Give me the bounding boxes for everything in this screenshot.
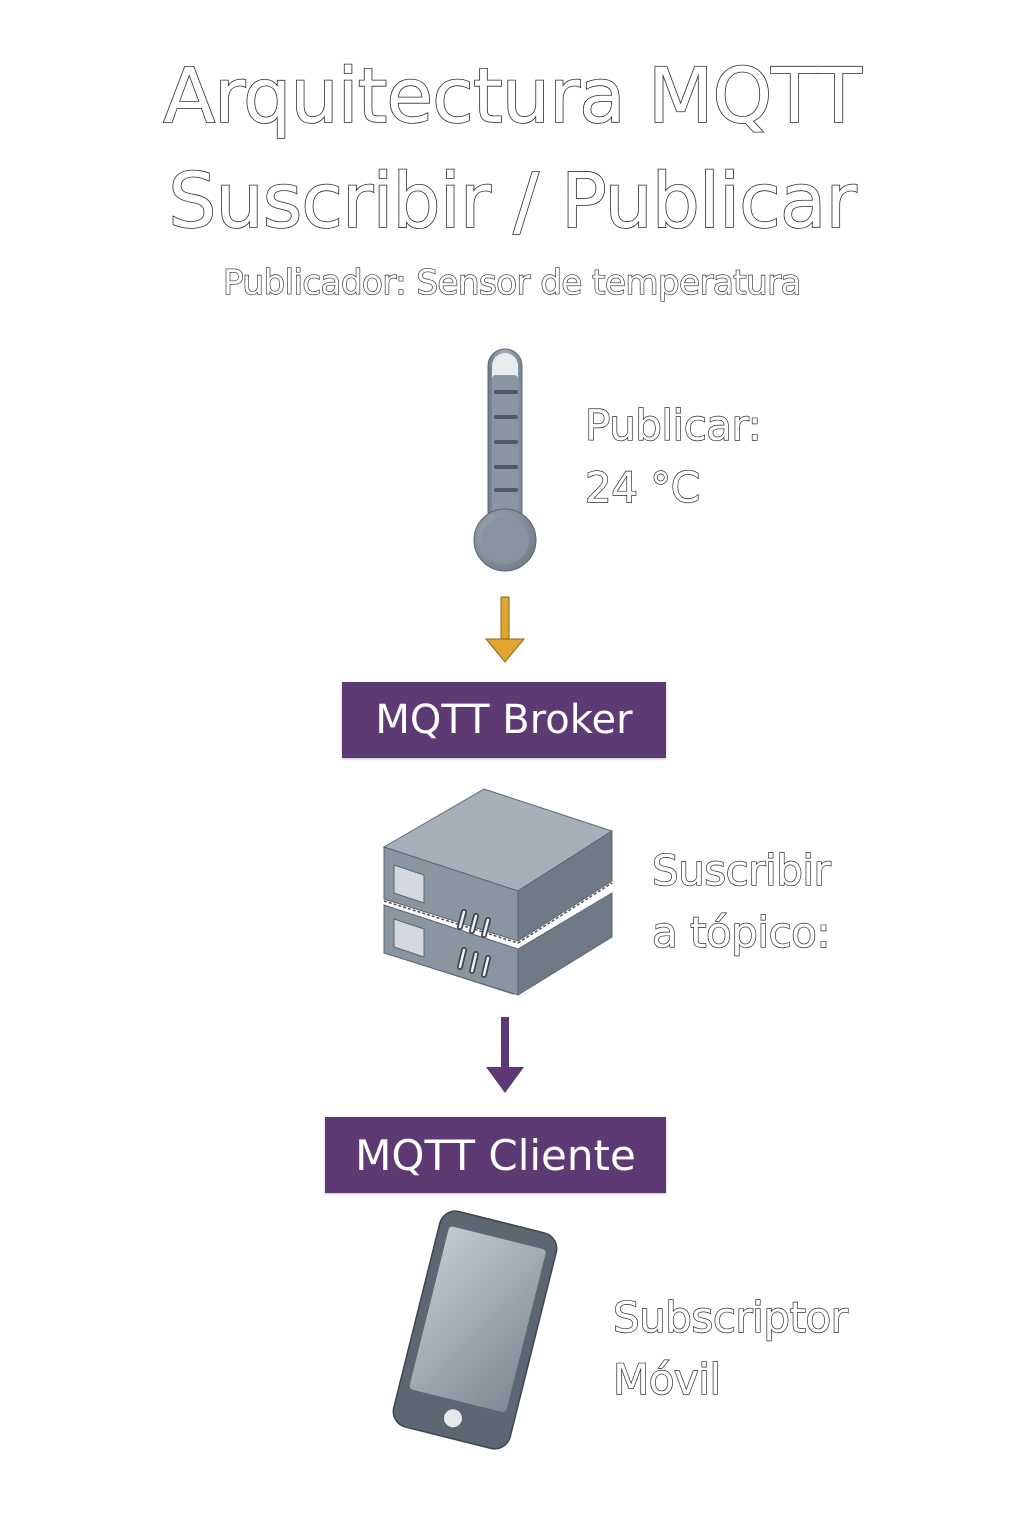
subtitle: Publicador: Sensor de temperatura [222,263,802,303]
publish-label-line1: Publicar: [584,400,762,450]
subscribe-topic-label: Suscribir a tópico: [651,840,831,964]
mqtt-broker-box: MQTT Broker [342,682,666,758]
publish-temperature-value: 24 °C [584,462,701,512]
publish-label: Publicar: 24 °C [584,395,762,519]
publish-arrow-icon [484,596,526,663]
subscribe-topic-line2: a tópico: [651,907,831,957]
title-line-2: Suscribir / Publicar [167,156,857,245]
title-line-1: Arquitectura MQTT [162,51,862,140]
subscribe-topic-line1: Suscribir [651,845,831,895]
smartphone-icon [392,1210,558,1450]
mobile-subscriber-line1: Subscriptor [612,1292,848,1342]
mqtt-client-box: MQTT Cliente [325,1117,666,1193]
server-icon [382,788,614,996]
mobile-subscriber-line2: Móvil [612,1354,722,1404]
deliver-arrow-icon [486,1017,524,1093]
thermometer-icon [473,348,537,572]
mobile-subscriber-label: Subscriptor Móvil [612,1287,848,1411]
